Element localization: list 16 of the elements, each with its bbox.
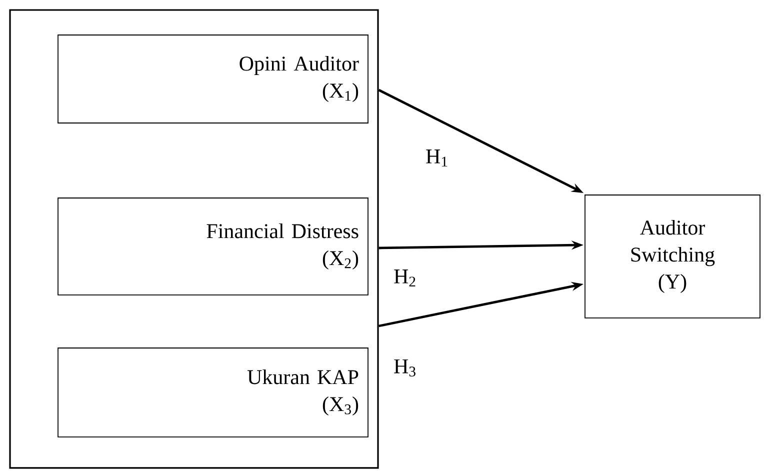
node-text: Financial Distress bbox=[206, 223, 358, 238]
node-text: (X$_{3}$) bbox=[322, 396, 358, 416]
edge-label: H$_{2}$ bbox=[394, 270, 416, 286]
edge-label: H$_{3}$ bbox=[394, 359, 416, 376]
edge-label: H$_{1}$ bbox=[426, 150, 448, 166]
node-text: Auditor Switching bbox=[631, 220, 715, 266]
node-text: (X$_{1}$) bbox=[322, 82, 358, 102]
variable-box bbox=[58, 34, 368, 124]
variable-box bbox=[584, 194, 760, 318]
group-box bbox=[9, 9, 379, 469]
node-text: (X$_{2}$) bbox=[322, 250, 358, 270]
variable-box bbox=[58, 198, 368, 296]
node-text: Opini Auditor bbox=[240, 56, 359, 75]
node-text: (Y) bbox=[658, 274, 686, 293]
node-text: Ukuran KAP bbox=[247, 369, 358, 384]
variable-box bbox=[58, 348, 368, 438]
